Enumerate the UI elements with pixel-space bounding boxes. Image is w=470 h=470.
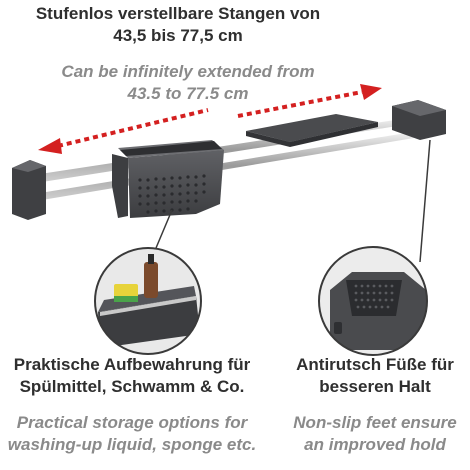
extend-left-arrow bbox=[38, 108, 209, 154]
heading-en-line-2: 43.5 to 77.5 cm bbox=[127, 84, 249, 103]
storage-basket bbox=[112, 140, 224, 218]
feet-de-line-2: besseren Halt bbox=[319, 377, 431, 396]
feet-de-line-1: Antirutsch Füße für bbox=[296, 355, 454, 374]
extend-right-arrow bbox=[237, 84, 382, 118]
heading-en-line-1: Can be infinitely extended from bbox=[61, 62, 315, 81]
storage-en-line-2: washing-up liquid, sponge etc. bbox=[7, 435, 257, 454]
storage-callout-line bbox=[155, 209, 173, 249]
right-end-block bbox=[392, 100, 446, 140]
storage-detail-circle bbox=[94, 247, 202, 355]
heading-de-line-1: Stufenlos verstellbare Stangen von bbox=[35, 4, 321, 23]
left-end-block bbox=[12, 160, 46, 220]
feet-detail-circle bbox=[318, 246, 428, 356]
feet-en-line-2: an improved hold bbox=[304, 435, 446, 454]
sliding-tray bbox=[246, 114, 378, 147]
storage-de-line-1: Praktische Aufbewahrung für bbox=[13, 355, 251, 374]
storage-de-line-2: Spülmittel, Schwamm & Co. bbox=[19, 377, 245, 396]
storage-en-line-1: Practical storage options for bbox=[16, 413, 248, 432]
heading-de-line-2: 43,5 bis 77,5 cm bbox=[113, 26, 243, 45]
feet-callout-line bbox=[419, 139, 431, 263]
feet-en-line-1: Non-slip feet ensure bbox=[293, 413, 457, 432]
